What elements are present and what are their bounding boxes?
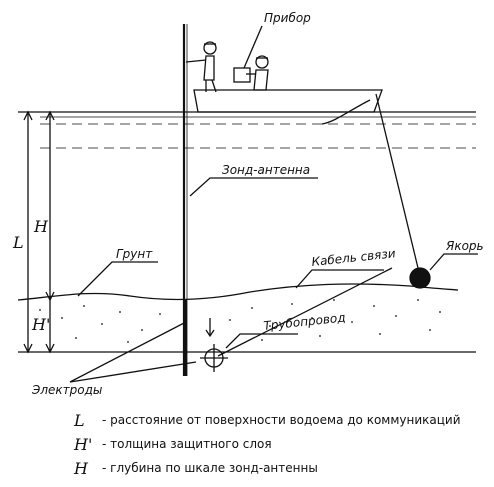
boat-rope [321, 99, 371, 125]
electrode-leader [69, 321, 187, 383]
legend-item-H-prime: H' - толщина защитного слоя [74, 434, 272, 454]
legend-symbol: H [74, 458, 88, 478]
cable-label: Кабель связи [311, 246, 396, 269]
dim-Hp-label: H' [31, 315, 50, 334]
electrodes-label: Электроды [31, 383, 102, 397]
operator-figure [185, 41, 217, 93]
anchor-leader [429, 253, 478, 271]
pipeline-dim-arrow [205, 329, 215, 338]
antenna-leader [189, 177, 318, 197]
cable-line [217, 267, 393, 357]
legend-symbol: L [74, 410, 85, 430]
anchor-label: Якорь [445, 239, 484, 253]
device-label: Прибор [264, 11, 311, 25]
dim-H-label: H [33, 217, 49, 236]
dim-H-arrow-top [45, 110, 55, 121]
electrode-leader [69, 361, 197, 383]
soil-label: Грунт [116, 247, 153, 261]
legend-text: - толщина защитного слоя [102, 437, 272, 451]
soil-stipple [39, 299, 441, 343]
dim-L-arrow-bottom [23, 343, 33, 354]
boat-hull [193, 89, 383, 113]
soil-surface [17, 283, 459, 301]
legend-item-H: H - глубина по шкале зонд-антенны [74, 458, 318, 478]
dim-L-arrow-top [23, 110, 33, 121]
dim-Hp-arrow-bottom [45, 343, 55, 354]
anchor-ball [409, 267, 431, 289]
dim-L-label: L [12, 233, 24, 252]
legend-symbol: H' [74, 434, 93, 454]
legend-text: - расстояние от поверхности водоема до к… [102, 413, 461, 427]
pipeline-label: Трубопровод [263, 310, 346, 333]
pipeline-leader [225, 333, 298, 349]
soil-leader [77, 261, 158, 297]
device-box [233, 67, 251, 83]
legend-text: - глубина по шкале зонд-антенны [102, 461, 318, 475]
operator-figure [246, 55, 269, 91]
antenna-label: Зонд-антенна [222, 163, 310, 177]
legend-item-L: L - расстояние от поверхности водоема до… [74, 410, 461, 430]
device-leader [243, 25, 263, 69]
anchor-line [375, 93, 419, 269]
cable-leader [295, 269, 384, 289]
